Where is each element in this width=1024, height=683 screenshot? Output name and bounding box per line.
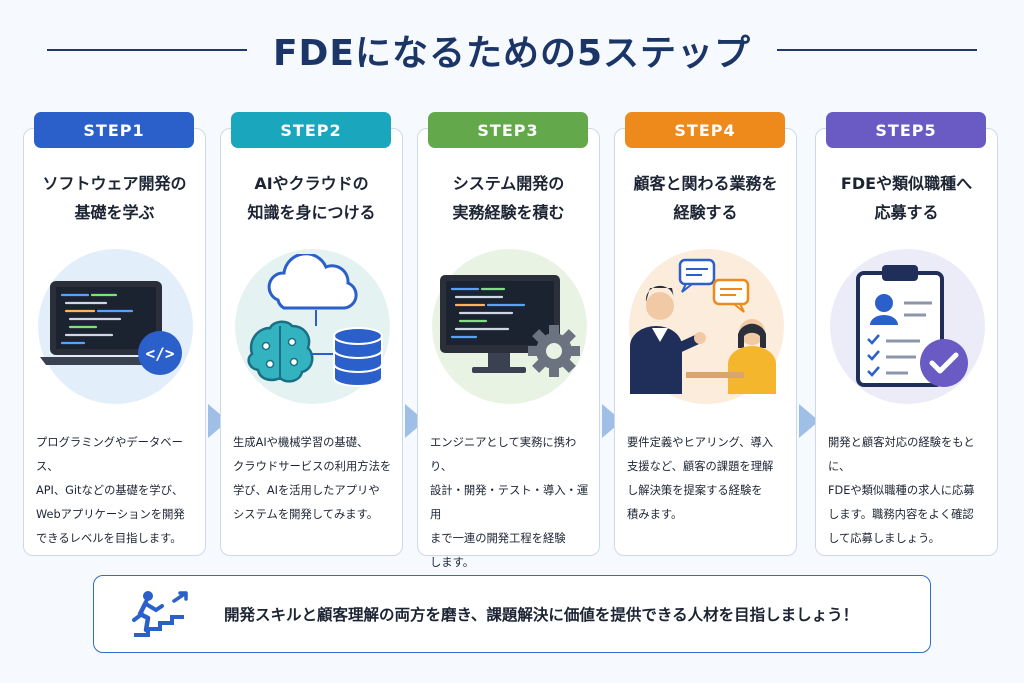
application-clipboard-icon bbox=[822, 249, 993, 409]
step-card-5: FDEや類似職種へ 応募する bbox=[815, 128, 998, 556]
step-card-3: システム開発の 実務経験を積む bbox=[417, 128, 600, 569]
banner-message: 開発スキルと顧客理解の両方を磨き、課題解決に価値を提供できる人材を目指しましょう… bbox=[224, 606, 859, 624]
step-card-2: AIやクラウドの 知識を身につける bbox=[220, 128, 403, 556]
step-title: システム開発の 実務経験を積む bbox=[452, 174, 565, 222]
step-description: 開発と顧客対応の経験をもとに、 FDEや類似職種の求人に応募 します。職務内容を… bbox=[828, 436, 975, 545]
page-header: FDEになるための5ステップ bbox=[0, 22, 1024, 78]
title-divider-left bbox=[46, 49, 247, 51]
step-description: プログラミングやデータベース、 API、Gitなどの基礎を学び、 Webアプリケ… bbox=[36, 436, 185, 545]
step-badge-3: STEP3 bbox=[428, 112, 588, 148]
step-title: 顧客と関わる業務を 経験する bbox=[633, 174, 778, 222]
step-title: AIやクラウドの 知識を身につける bbox=[247, 174, 376, 222]
step-card-1: ソフトウェア開発の 基礎を学ぶ </> bbox=[23, 128, 206, 556]
customer-meeting-icon bbox=[621, 249, 792, 409]
svg-text:</>: </> bbox=[145, 344, 174, 363]
next-arrow-icon bbox=[799, 404, 819, 438]
step-badge-4: STEP4 bbox=[625, 112, 785, 148]
monitor-gear-icon bbox=[424, 249, 595, 409]
step-title: ソフトウェア開発の 基礎を学ぶ bbox=[42, 174, 187, 222]
step-badge-1: STEP1 bbox=[34, 112, 194, 148]
step-description: エンジニアとして実務に携わり、 設計・開発・テスト・導入・運用 まで一連の開発工… bbox=[430, 436, 589, 569]
summary-banner: 開発スキルと顧客理解の両方を磨き、課題解決に価値を提供できる人材を目指しましょう… bbox=[93, 575, 931, 653]
title-divider-right bbox=[777, 49, 978, 51]
page-title: FDEになるための5ステップ bbox=[272, 33, 752, 74]
step-badge-2: STEP2 bbox=[231, 112, 391, 148]
steps-row: ソフトウェア開発の 基礎を学ぶ </> bbox=[0, 112, 1024, 569]
step-title: FDEや類似職種へ 応募する bbox=[840, 174, 973, 222]
cloud-ai-database-icon bbox=[227, 249, 398, 409]
step-card-4: 顧客と関わる業務を 経験する bbox=[614, 128, 797, 556]
stairs-climb-icon bbox=[130, 589, 192, 639]
step-badge-5: STEP5 bbox=[826, 112, 986, 148]
laptop-code-icon: </> bbox=[30, 249, 201, 409]
step-description: 生成AIや機械学習の基礎、 クラウドサービスの利用方法を 学び、AIを活用したア… bbox=[233, 436, 392, 521]
step-description: 要件定義やヒアリング、導入 支援など、顧客の課題を理解 し解決策を提案する経験を… bbox=[627, 436, 774, 521]
